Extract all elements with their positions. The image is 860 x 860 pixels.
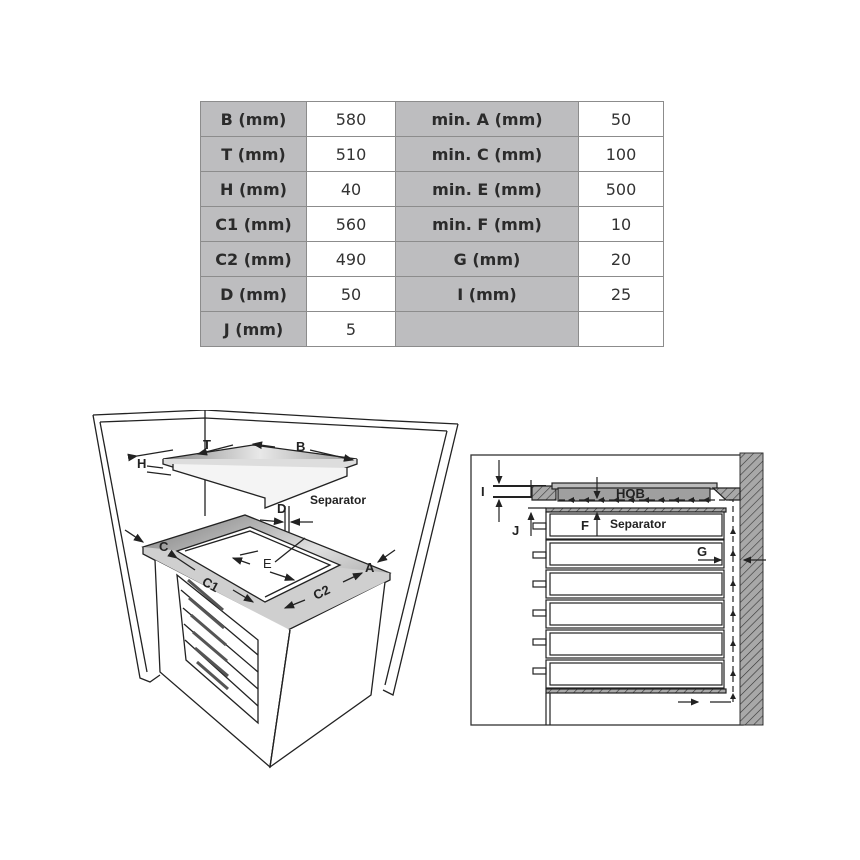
param-value: 5 xyxy=(306,311,396,347)
table-row: C1 (mm) 560 min. F (mm) 10 xyxy=(200,206,664,242)
table-row: B (mm) 580 min. A (mm) 50 xyxy=(200,101,664,137)
table-row: D (mm) 50 I (mm) 25 xyxy=(200,276,664,312)
table-row: H (mm) 40 min. E (mm) 500 xyxy=(200,171,664,207)
dim-label-g: G xyxy=(697,544,707,559)
separator-label: Separator xyxy=(610,517,666,531)
param-label: min. E (mm) xyxy=(395,171,579,207)
param-value: 500 xyxy=(578,171,664,207)
dim-label-a: A xyxy=(365,560,375,575)
dim-label-j: J xyxy=(512,523,519,538)
param-value: 10 xyxy=(578,206,664,242)
param-value: 510 xyxy=(306,136,396,172)
param-label xyxy=(395,311,579,347)
hob-label: HOB xyxy=(616,486,645,501)
param-label: I (mm) xyxy=(395,276,579,312)
table-row: T (mm) 510 min. C (mm) 100 xyxy=(200,136,664,172)
dim-label-c1: C1 xyxy=(200,574,222,595)
dim-label-c: C xyxy=(159,539,169,554)
param-value: 20 xyxy=(578,241,664,277)
dim-label-b: B xyxy=(296,439,305,454)
param-value: 580 xyxy=(306,101,396,137)
param-value xyxy=(578,311,664,347)
dim-label-t: T xyxy=(203,437,211,452)
separator-label: Separator xyxy=(310,493,366,507)
param-value: 50 xyxy=(578,101,664,137)
table-row: C2 (mm) 490 G (mm) 20 xyxy=(200,241,664,277)
param-label: C2 (mm) xyxy=(200,241,307,277)
param-label: D (mm) xyxy=(200,276,307,312)
param-value: 25 xyxy=(578,276,664,312)
param-label: T (mm) xyxy=(200,136,307,172)
param-label: min. F (mm) xyxy=(395,206,579,242)
section-ventilation-diagram: I J HOB F Separator G xyxy=(470,452,766,726)
param-label: B (mm) xyxy=(200,101,307,137)
dim-label-d: D xyxy=(277,501,286,516)
dim-label-i: I xyxy=(481,484,485,499)
param-label: C1 (mm) xyxy=(200,206,307,242)
param-value: 490 xyxy=(306,241,396,277)
param-label: min. C (mm) xyxy=(395,136,579,172)
spec-table: B (mm) 580 min. A (mm) 50 T (mm) 510 min… xyxy=(200,101,664,347)
param-label: H (mm) xyxy=(200,171,307,207)
dim-label-e: E xyxy=(263,556,272,571)
param-value: 50 xyxy=(306,276,396,312)
param-label: G (mm) xyxy=(395,241,579,277)
param-value: 560 xyxy=(306,206,396,242)
dim-label-c2: C2 xyxy=(311,582,333,603)
dim-label-f: F xyxy=(581,518,589,533)
param-value: 100 xyxy=(578,136,664,172)
param-value: 40 xyxy=(306,171,396,207)
table-row: J (mm) 5 xyxy=(200,311,664,347)
isometric-installation-diagram: T B H D Separator C E C1 C2 A xyxy=(92,410,459,769)
param-label: J (mm) xyxy=(200,311,307,347)
param-label: min. A (mm) xyxy=(395,101,579,137)
dim-label-h: H xyxy=(137,456,146,471)
